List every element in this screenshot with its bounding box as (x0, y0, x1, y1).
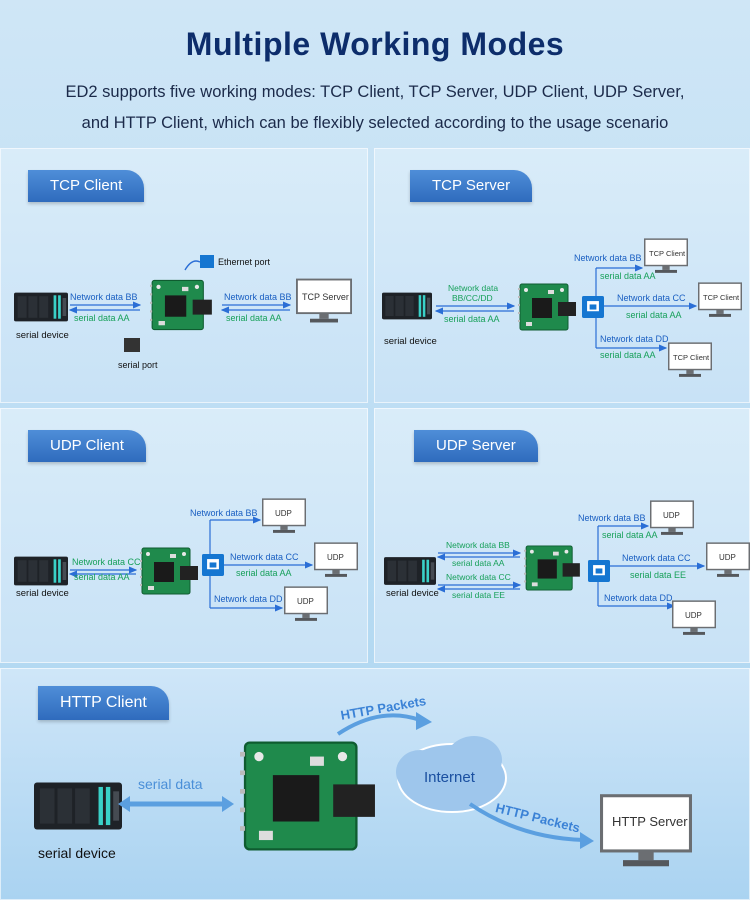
udp-client-diagram: serial device Network data CC serial dat… (14, 498, 358, 622)
http-packets-bottom-label: HTTP Packets (494, 800, 582, 835)
net-left-label-1: Network data (448, 283, 498, 293)
network-switch-icon (202, 554, 224, 576)
page-subtitle: ED2 supports five working modes: TCP Cli… (40, 77, 710, 139)
serial-ee-left-label: serial data EE (452, 590, 505, 600)
net-left-label-2: BB/CC/DD (452, 293, 493, 303)
net-cc-label: Network data CC (230, 552, 299, 562)
serial-device-icon (34, 782, 122, 830)
tcp-server-tag[interactable]: TCP Server (410, 170, 533, 202)
net-cc-left-label: Network data CC (72, 557, 141, 567)
http-server-monitor-icon (600, 794, 692, 868)
serial-device-label: serial device (16, 588, 69, 599)
network-switch-icon (582, 296, 604, 318)
ethernet-port-label: Ethernet port (218, 257, 271, 267)
udp-client-tag[interactable]: UDP Client (28, 430, 146, 462)
ed2-board-icon (150, 279, 213, 331)
net-bb-left-label: Network data BB (70, 292, 138, 302)
serial-aa-label-1: serial data AA (600, 271, 656, 281)
serial-port-icon (124, 338, 140, 352)
serial-device-label: serial device (38, 845, 116, 861)
serial-aa-left-label: serial data AA (452, 558, 505, 568)
net-cc-left-label: Network data CC (446, 572, 511, 582)
udp-label-2: UDP (327, 553, 344, 562)
serial-aa-label: serial data AA (236, 568, 292, 578)
network-switch-icon (588, 560, 610, 582)
net-bb-label: Network data BB (190, 508, 258, 518)
ethernet-port-icon (200, 255, 214, 268)
net-bb-right-label: Network data BB (224, 292, 292, 302)
serial-port-label: serial port (118, 360, 158, 370)
serial-device-icon (14, 292, 68, 322)
http-client-diagram: serial device serial data HTTP Packets I… (34, 693, 692, 868)
http-server-label: HTTP Server (612, 814, 688, 829)
ed2-board-icon (240, 741, 377, 851)
udp-server-panel: UDP Server serial device Network data BB… (374, 408, 750, 663)
tcp-client-tag[interactable]: TCP Client (28, 170, 145, 202)
tcp-client-label-2: TCP Client (703, 293, 740, 302)
tcp-client-label-3: TCP Client (673, 353, 710, 362)
net-dd-label: Network data DD (604, 593, 673, 603)
udp-label-3: UDP (297, 597, 314, 606)
serial-aa-label: serial data AA (602, 530, 658, 540)
serial-data-label: serial data (138, 776, 203, 792)
serial-device-label: serial device (386, 588, 439, 599)
http-client-panel: HTTP Client serial device serial data HT… (0, 668, 750, 900)
udp-label-3: UDP (685, 611, 702, 620)
serial-left-label: serial data AA (444, 314, 500, 324)
udp-server-diagram: serial device Network data BB serial dat… (384, 500, 750, 636)
tcp-server-diagram: serial device Network data BB/CC/DD seri… (382, 238, 742, 378)
serial-device-label: serial device (384, 336, 437, 347)
net-bb-label: Network data BB (578, 513, 646, 523)
udp-label-1: UDP (275, 509, 292, 518)
serial-device-icon (14, 556, 68, 586)
tcp-server-panel: TCP Server serial device Network data BB… (374, 148, 750, 403)
serial-ee-label: serial data EE (630, 570, 686, 580)
header: Multiple Working Modes ED2 supports five… (0, 0, 750, 145)
http-client-tag[interactable]: HTTP Client (38, 686, 169, 720)
subtitle-line-1: ED2 supports five working modes: TCP Cli… (65, 83, 685, 101)
udp-server-tag[interactable]: UDP Server (414, 430, 538, 462)
net-bb-label: Network data BB (574, 253, 642, 263)
udp-label-2: UDP (719, 553, 736, 562)
ed2-board-icon (140, 547, 199, 595)
udp-label-1: UDP (663, 511, 680, 520)
tcp-client-diagram: serial device Network data BB serial dat… (14, 255, 352, 370)
net-bb-left-label: Network data BB (446, 540, 510, 550)
subtitle-line-2: and HTTP Client, which can be flexibly s… (81, 114, 669, 132)
serial-device-icon (382, 292, 432, 320)
udp-client-panel: UDP Client serial device Network data CC… (0, 408, 368, 663)
net-dd-label: Network data DD (214, 594, 283, 604)
ed2-board-icon (518, 283, 577, 331)
serial-aa-left-label: serial data AA (74, 313, 130, 323)
http-packets-top-arrow (336, 713, 421, 736)
tcp-client-label-1: TCP Client (649, 249, 686, 258)
http-packets-bottom-arrow (468, 802, 585, 842)
serial-device-label: serial device (16, 330, 69, 341)
net-dd-label: Network data DD (600, 334, 669, 344)
net-cc-label: Network data CC (622, 553, 691, 563)
serial-aa-right-label: serial data AA (226, 313, 282, 323)
serial-aa-label-3: serial data AA (600, 350, 656, 360)
net-cc-label: Network data CC (617, 293, 686, 303)
tcp-server-label: TCP Server (302, 292, 349, 302)
internet-label: Internet (424, 769, 476, 786)
ed2-board-icon (524, 545, 581, 591)
serial-aa-left-label: serial data AA (74, 572, 130, 582)
serial-aa-label-2: serial data AA (626, 310, 682, 320)
tcp-client-panel: TCP Client serial device Network data BB… (0, 148, 368, 403)
serial-device-icon (384, 557, 436, 585)
page-title: Multiple Working Modes (185, 26, 565, 62)
